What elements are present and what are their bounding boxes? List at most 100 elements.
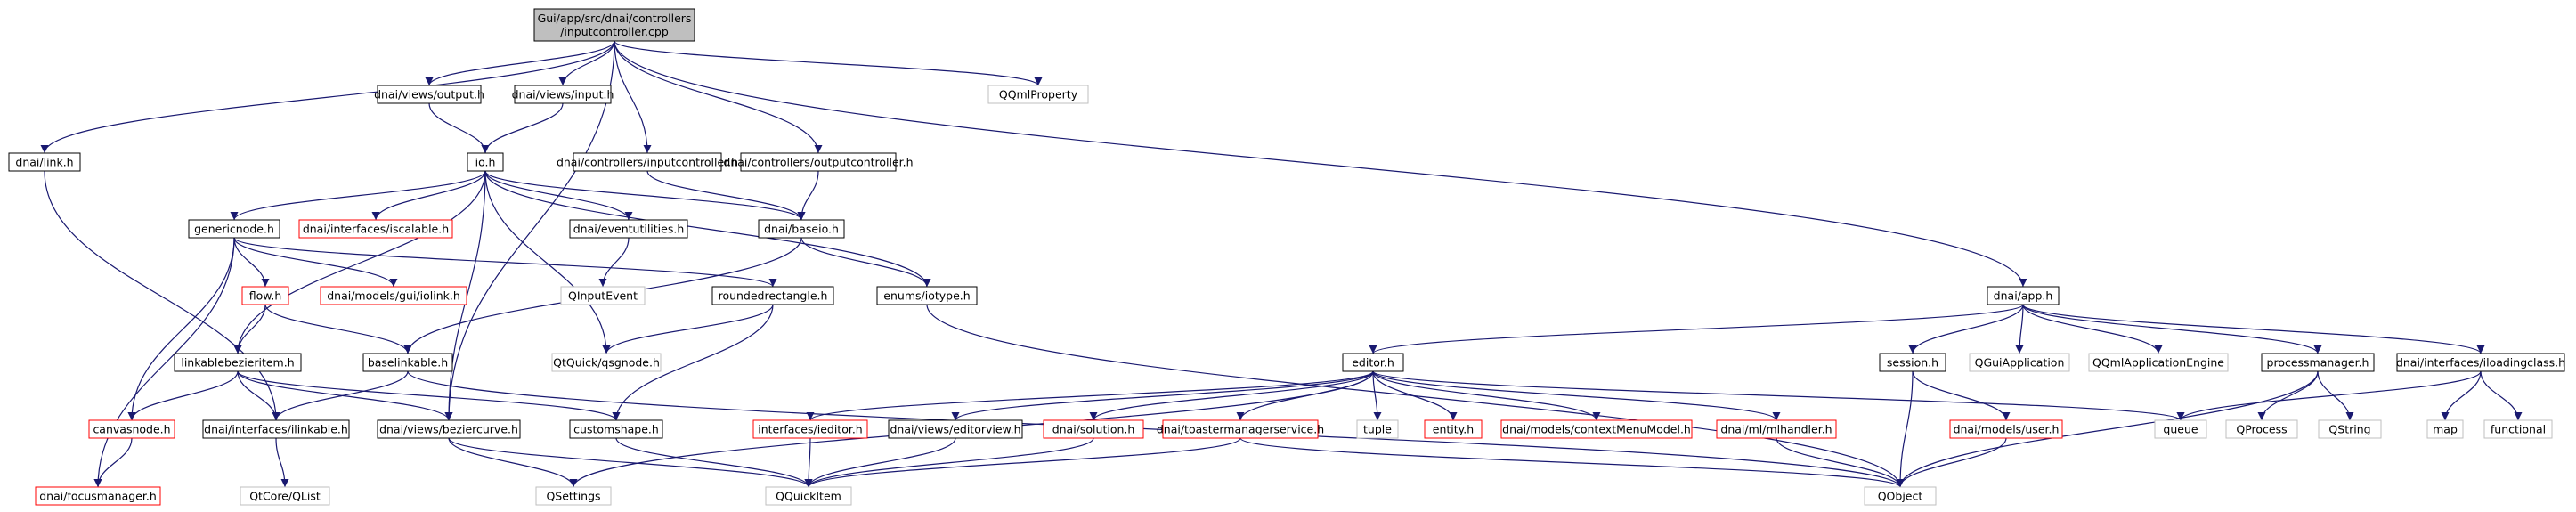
- node-mlhandler[interactable]: dnai/ml/mlhandler.h: [1716, 419, 1837, 439]
- node-qguiapp[interactable]: QGuiApplication: [1969, 353, 2070, 372]
- node-solution[interactable]: dnai/solution.h: [1043, 419, 1144, 439]
- node-session[interactable]: session.h: [1879, 353, 1946, 372]
- node-label-qqmlengine: QQmlApplicationEngine: [2092, 356, 2224, 370]
- node-label-voutput: dnai/views/output.h: [374, 88, 484, 102]
- node-eventutil[interactable]: dnai/eventutilities.h: [569, 219, 688, 239]
- node-box-baseio: [758, 219, 845, 239]
- node-root[interactable]: Gui/app/src/dnai/controllers/inputcontro…: [533, 8, 695, 42]
- edge-session-to-qobject: [1896, 370, 1914, 488]
- node-box-toaster: [1162, 419, 1319, 439]
- node-linkbez[interactable]: linkablebezieritem.h: [174, 353, 302, 372]
- node-box-voutput: [377, 85, 482, 104]
- node-label-entity: entity.h: [1433, 423, 1474, 436]
- node-canvas[interactable]: canvasnode.h: [88, 419, 175, 439]
- node-box-qlist: [240, 486, 330, 506]
- node-label-generic: genericnode.h: [194, 223, 274, 236]
- node-procman[interactable]: processmanager.h: [2261, 353, 2375, 372]
- node-muser[interactable]: dnai/models/user.h: [1949, 419, 2063, 439]
- node-qqmlprop[interactable]: QQmlProperty: [987, 85, 1089, 104]
- node-box-editorview: [888, 419, 1023, 439]
- node-box-linkbez: [174, 353, 302, 372]
- node-toaster[interactable]: dnai/toastermanagerservice.h: [1157, 419, 1324, 439]
- node-tuple[interactable]: tuple: [1356, 419, 1399, 439]
- node-qinputevent[interactable]: QInputEvent: [560, 286, 646, 305]
- node-label-app: dnai/app.h: [1994, 289, 2053, 303]
- edge-vinput-to-ioh: [481, 102, 564, 154]
- edge-bezier-to-qsettings: [448, 437, 578, 488]
- node-box-tuple: [1356, 419, 1399, 439]
- node-label-vinput: dnai/views/input.h: [512, 88, 614, 102]
- node-box-rounded: [711, 286, 834, 305]
- node-label-toaster: dnai/toastermanagerservice.h: [1157, 423, 1324, 436]
- node-ilinkable[interactable]: dnai/interfaces/ilinkable.h: [202, 419, 350, 439]
- node-vinput[interactable]: dnai/views/input.h: [512, 85, 614, 104]
- node-bezier[interactable]: dnai/views/beziercurve.h: [377, 419, 521, 439]
- node-qobject[interactable]: QObject: [1864, 486, 1937, 506]
- node-label-tuple: tuple: [1363, 423, 1392, 436]
- node-qprocess[interactable]: QProcess: [2225, 419, 2298, 439]
- node-voutput[interactable]: dnai/views/output.h: [374, 85, 484, 104]
- node-label-qlist: QtCore/QList: [249, 490, 321, 503]
- edge-editor-to-queue: [1372, 370, 2185, 421]
- edge-root-to-link: [40, 40, 615, 154]
- edge-editor-to-mlhandler: [1372, 370, 1781, 421]
- node-label-iotype: enums/iotype.h: [883, 289, 970, 303]
- node-label-qprocess: QProcess: [2236, 423, 2287, 436]
- node-editor[interactable]: editor.h: [1342, 353, 1404, 372]
- edge-editor-to-ieditor: [806, 370, 1374, 421]
- node-qqmlengine[interactable]: QQmlApplicationEngine: [2088, 353, 2229, 372]
- edge-generic-to-iolink: [233, 237, 398, 288]
- node-baseio[interactable]: dnai/baseio.h: [758, 219, 845, 239]
- edge-editorview-to-qquickitem: [804, 437, 956, 488]
- edge-baselink-to-qobject: [407, 370, 1905, 488]
- node-iloading[interactable]: dnai/interfaces/iloadingclass.h: [2396, 353, 2565, 372]
- node-box-ioh: [467, 152, 504, 172]
- node-queue[interactable]: queue: [2154, 419, 2207, 439]
- node-box-editor: [1342, 353, 1404, 372]
- node-ioh[interactable]: io.h: [467, 152, 504, 172]
- node-label-queue: queue: [2163, 423, 2198, 436]
- edge-root-to-bezier: [444, 40, 615, 421]
- node-qquickitem[interactable]: QQuickItem: [765, 486, 852, 506]
- node-focus[interactable]: dnai/focusmanager.h: [35, 486, 161, 506]
- edge-procman-to-qobject: [1896, 370, 2319, 488]
- node-label-cinput: dnai/controllers/inputcontroller.h: [557, 156, 738, 169]
- node-custom[interactable]: customshape.h: [569, 419, 663, 439]
- edge-app-to-procman: [2022, 304, 2322, 354]
- node-qlist[interactable]: QtCore/QList: [240, 486, 330, 506]
- node-editorview[interactable]: dnai/views/editorview.h: [888, 419, 1023, 439]
- edge-rounded-to-qsgnode: [602, 304, 774, 354]
- node-coutput[interactable]: dnai/controllers/outputcontroller.h: [723, 152, 914, 172]
- node-iscalable[interactable]: dnai/interfaces/iscalable.h: [298, 219, 453, 239]
- node-cinput[interactable]: dnai/controllers/inputcontroller.h: [557, 152, 738, 172]
- node-label-flow: flow.h: [249, 289, 282, 303]
- node-baselink[interactable]: baselinkable.h: [362, 353, 453, 372]
- node-label-focus: dnai/focusmanager.h: [39, 490, 157, 503]
- edge-coutput-to-baseio: [797, 170, 819, 221]
- node-link[interactable]: dnai/link.h: [8, 152, 81, 172]
- node-map[interactable]: map: [2426, 419, 2464, 439]
- node-flow[interactable]: flow.h: [241, 286, 289, 305]
- node-box-map: [2426, 419, 2464, 439]
- node-functional[interactable]: functional: [2483, 419, 2553, 439]
- node-box-custom: [569, 419, 663, 439]
- edge-ioh-to-linkbez: [233, 170, 486, 354]
- node-app[interactable]: dnai/app.h: [1987, 286, 2060, 305]
- node-box-qprocess: [2225, 419, 2298, 439]
- node-qsgnode[interactable]: QtQuick/qsgnode.h: [551, 353, 662, 372]
- node-label-bezier: dnai/views/beziercurve.h: [379, 423, 518, 436]
- node-generic[interactable]: genericnode.h: [188, 219, 280, 239]
- node-ieditor[interactable]: interfaces/ieditor.h: [752, 419, 868, 439]
- node-label-qqmlprop: QQmlProperty: [999, 88, 1078, 102]
- node-iotype[interactable]: enums/iotype.h: [876, 286, 978, 305]
- node-box-qsgnode: [551, 353, 662, 372]
- node-ctxmenu[interactable]: dnai/models/contextMenuModel.h: [1500, 419, 1693, 439]
- node-iolink[interactable]: dnai/models/gui/iolink.h: [320, 286, 467, 305]
- node-label-iloading: dnai/interfaces/iloadingclass.h: [2396, 356, 2565, 370]
- node-label-link: dnai/link.h: [15, 156, 73, 169]
- node-box-qsettings: [535, 486, 612, 506]
- node-qstring[interactable]: QString: [2318, 419, 2382, 439]
- node-rounded[interactable]: roundedrectangle.h: [711, 286, 834, 305]
- node-qsettings[interactable]: QSettings: [535, 486, 612, 506]
- node-entity[interactable]: entity.h: [1424, 419, 1483, 439]
